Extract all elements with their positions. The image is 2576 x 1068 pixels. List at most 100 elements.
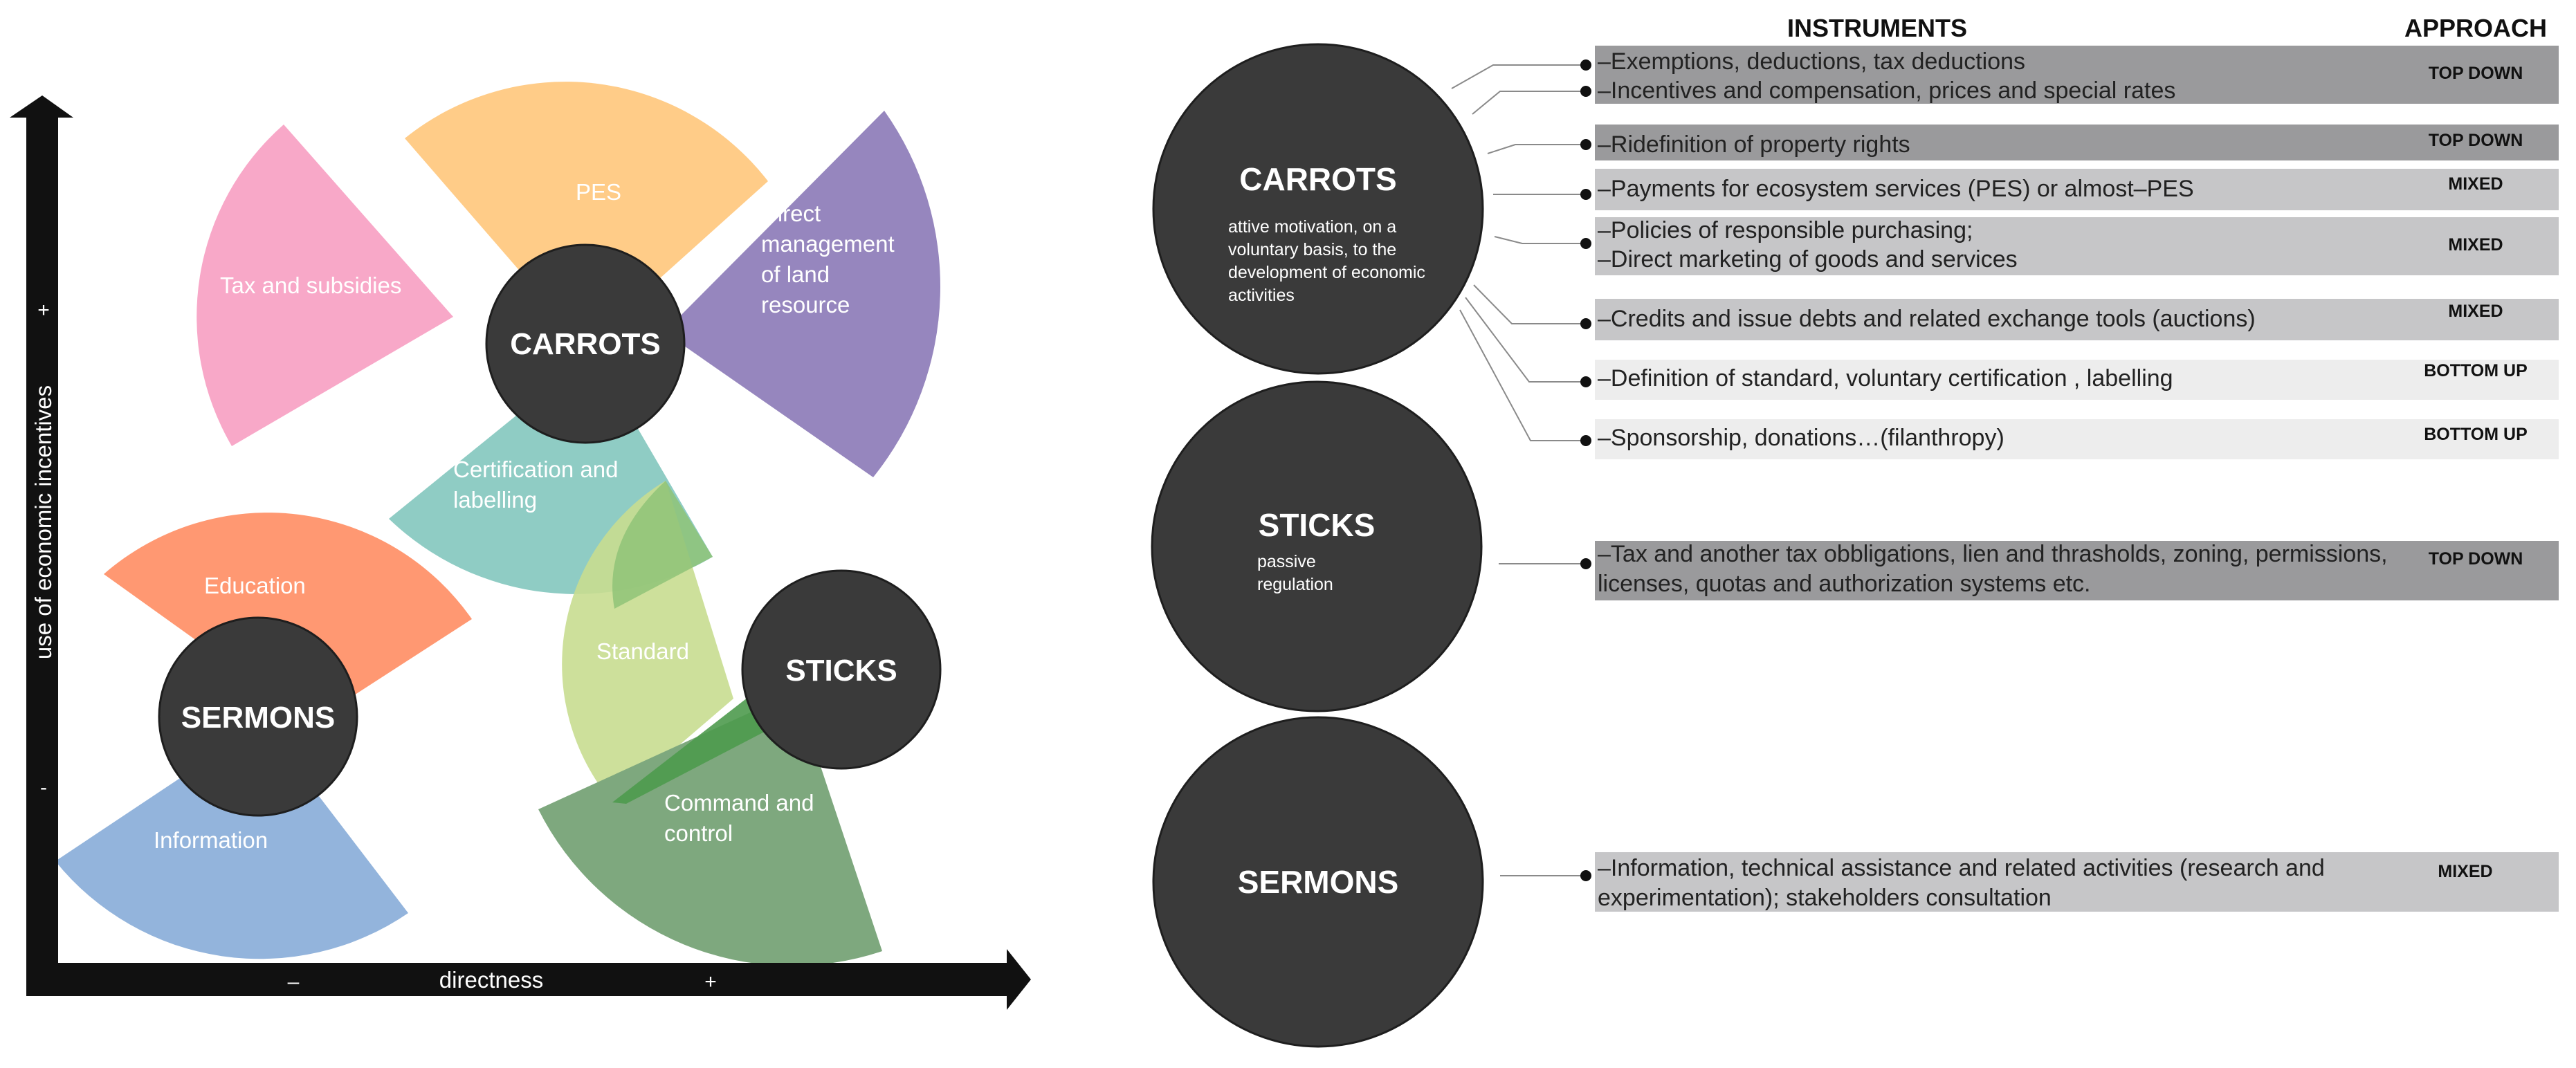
instrument-row: –Exemptions, deductions, tax deductions … — [1595, 46, 2559, 104]
label-command-line-1: Command and — [664, 790, 814, 816]
circle-carrots-title: CARROTS — [510, 327, 661, 361]
label-direct-management: Direct management of land resource — [761, 201, 901, 317]
instrument-text-line: –Definition of standard, voluntary certi… — [1598, 365, 2173, 392]
x-axis-label: directness — [439, 967, 543, 993]
instrument-row-bg — [1595, 541, 2559, 600]
big-circle-carrots — [1152, 43, 1484, 375]
label-direct-line-4: resource — [761, 292, 850, 317]
petal-pes — [405, 82, 768, 347]
instrument-text-line: –Information, technical assistance and r… — [1598, 855, 2325, 881]
left-diagram: PES Tax and subsidies Direct management … — [10, 82, 1031, 1010]
circle-sticks — [741, 569, 942, 770]
sticks-subtitle: passive regulation — [1257, 552, 1333, 594]
big-circle-sermons-title: SERMONS — [1238, 864, 1399, 900]
label-pes: PES — [576, 179, 621, 205]
label-command-line-2: control — [664, 820, 733, 846]
sticks-subtitle-line-2: regulation — [1257, 575, 1333, 594]
approach-badge: MIXED — [2448, 174, 2503, 194]
big-circle-carrots-title: CARROTS — [1239, 161, 1396, 197]
instrument-text-line: –Payments for ecosystem services (PES) o… — [1598, 176, 2194, 202]
approach-badge: BOTTOM UP — [2424, 361, 2528, 380]
instrument-row: –Policies of responsible purchasing; –Di… — [1595, 217, 2559, 275]
instrument-row-bg — [1595, 419, 2559, 459]
overlap-standard-command — [612, 695, 775, 804]
instrument-row: –Credits and issue debts and related exc… — [1595, 299, 2559, 340]
instrument-text-line: –Direct marketing of goods and services — [1598, 246, 2018, 273]
carrots-subtitle-line-4: activities — [1228, 286, 1295, 305]
y-axis-plus: + — [37, 299, 50, 322]
circle-sermons — [158, 616, 358, 817]
y-axis-minus: - — [40, 776, 47, 799]
approach-badge: TOP DOWN — [2429, 549, 2523, 569]
label-tax-and-subsidies: Tax and subsidies — [220, 273, 401, 298]
petal-tax-and-subsidies — [197, 125, 453, 446]
x-axis-plus: + — [704, 970, 717, 993]
instrument-text-line: experimentation); stakeholders consultat… — [1598, 885, 2052, 911]
x-axis: directness – + — [26, 949, 1031, 1010]
overlap-standard-certification — [612, 481, 713, 609]
big-circle-sermons — [1152, 716, 1484, 1048]
y-axis: use of economic incentives + - — [10, 95, 73, 996]
header-approach: APPROACH — [2404, 14, 2547, 42]
approach-badge: MIXED — [2438, 862, 2492, 881]
connector-dots — [1580, 59, 1591, 881]
approach-badge: BOTTOM UP — [2424, 425, 2528, 444]
label-standard: Standard — [596, 638, 689, 664]
carrots-subtitle-line-2: voluntary basis, to the — [1228, 240, 1396, 259]
approach-badge: TOP DOWN — [2429, 64, 2523, 83]
label-direct-line-2: management — [761, 231, 895, 257]
instrument-row-bg — [1595, 125, 2559, 160]
x-axis-minus: – — [288, 970, 300, 993]
instrument-row: –Ridefinition of property rights TOP DOW… — [1595, 125, 2559, 160]
label-certification: Certification and labelling — [453, 457, 625, 513]
instrument-text-line: –Ridefinition of property rights — [1598, 131, 1910, 158]
instrument-text-line: –Tax and another tax obbligations, lien … — [1598, 541, 2388, 567]
instrument-row-bg — [1595, 169, 2559, 210]
label-direct-line-1: Direct — [761, 201, 821, 226]
instrument-rows: –Exemptions, deductions, tax deductions … — [1595, 46, 2559, 912]
label-cert-line-1: Certification and — [453, 457, 618, 482]
big-circle-sticks-title: STICKS — [1259, 507, 1376, 543]
instrument-text-line: –Credits and issue debts and related exc… — [1598, 306, 2256, 332]
circle-carrots — [485, 243, 686, 444]
label-information: Information — [154, 827, 268, 853]
label-command-and-control: Command and control — [664, 790, 821, 846]
header-instruments: INSTRUMENTS — [1787, 14, 1967, 42]
instrument-row: –Payments for ecosystem services (PES) o… — [1595, 169, 2559, 210]
label-direct-line-3: of land — [761, 261, 830, 287]
instrument-text-line: –Policies of responsible purchasing; — [1598, 217, 1973, 243]
instrument-row-bg — [1595, 46, 2559, 104]
instrument-row: –Information, technical assistance and r… — [1595, 852, 2559, 912]
y-axis-label: use of economic incentives — [30, 385, 56, 659]
instrument-row-bg — [1595, 852, 2559, 912]
right-panel: INSTRUMENTS APPROACH — [1151, 14, 2559, 1048]
instrument-row-bg — [1595, 299, 2559, 340]
instrument-row: –Definition of standard, voluntary certi… — [1595, 360, 2559, 400]
circle-sermons-title: SERMONS — [181, 701, 335, 735]
instrument-text-line: –Sponsorship, donations…(filanthropy) — [1598, 425, 2004, 451]
circle-sticks-title: STICKS — [785, 654, 897, 688]
petal-direct-management — [664, 111, 941, 477]
carrots-subtitle: attive motivation, on a voluntary basis,… — [1228, 217, 1430, 305]
connector-lines — [1451, 64, 1587, 876]
approach-badge: MIXED — [2448, 235, 2503, 255]
petal-command-and-control — [538, 692, 882, 966]
instrument-row-bg — [1595, 217, 2559, 275]
carrots-subtitle-line-3: development of economic — [1228, 263, 1425, 282]
instrument-text-line: –Incentives and compensation, prices and… — [1598, 77, 2175, 104]
petal-information — [55, 723, 408, 959]
instrument-row: –Sponsorship, donations…(filanthropy) BO… — [1595, 419, 2559, 459]
sticks-subtitle-line-1: passive — [1257, 552, 1316, 571]
carrots-subtitle-line-1: attive motivation, on a — [1228, 217, 1396, 237]
label-education: Education — [204, 573, 306, 598]
approach-badge: MIXED — [2448, 302, 2503, 321]
approach-badge: TOP DOWN — [2429, 131, 2523, 150]
petal-education — [104, 513, 472, 723]
label-cert-line-2: labelling — [453, 487, 537, 513]
big-circle-sticks — [1151, 380, 1483, 712]
instrument-text-line: licenses, quotas and authorization syste… — [1598, 571, 2091, 597]
instrument-row: –Tax and another tax obbligations, lien … — [1595, 541, 2559, 600]
instrument-text-line: –Exemptions, deductions, tax deductions — [1598, 48, 2025, 75]
instrument-row-bg — [1595, 360, 2559, 400]
